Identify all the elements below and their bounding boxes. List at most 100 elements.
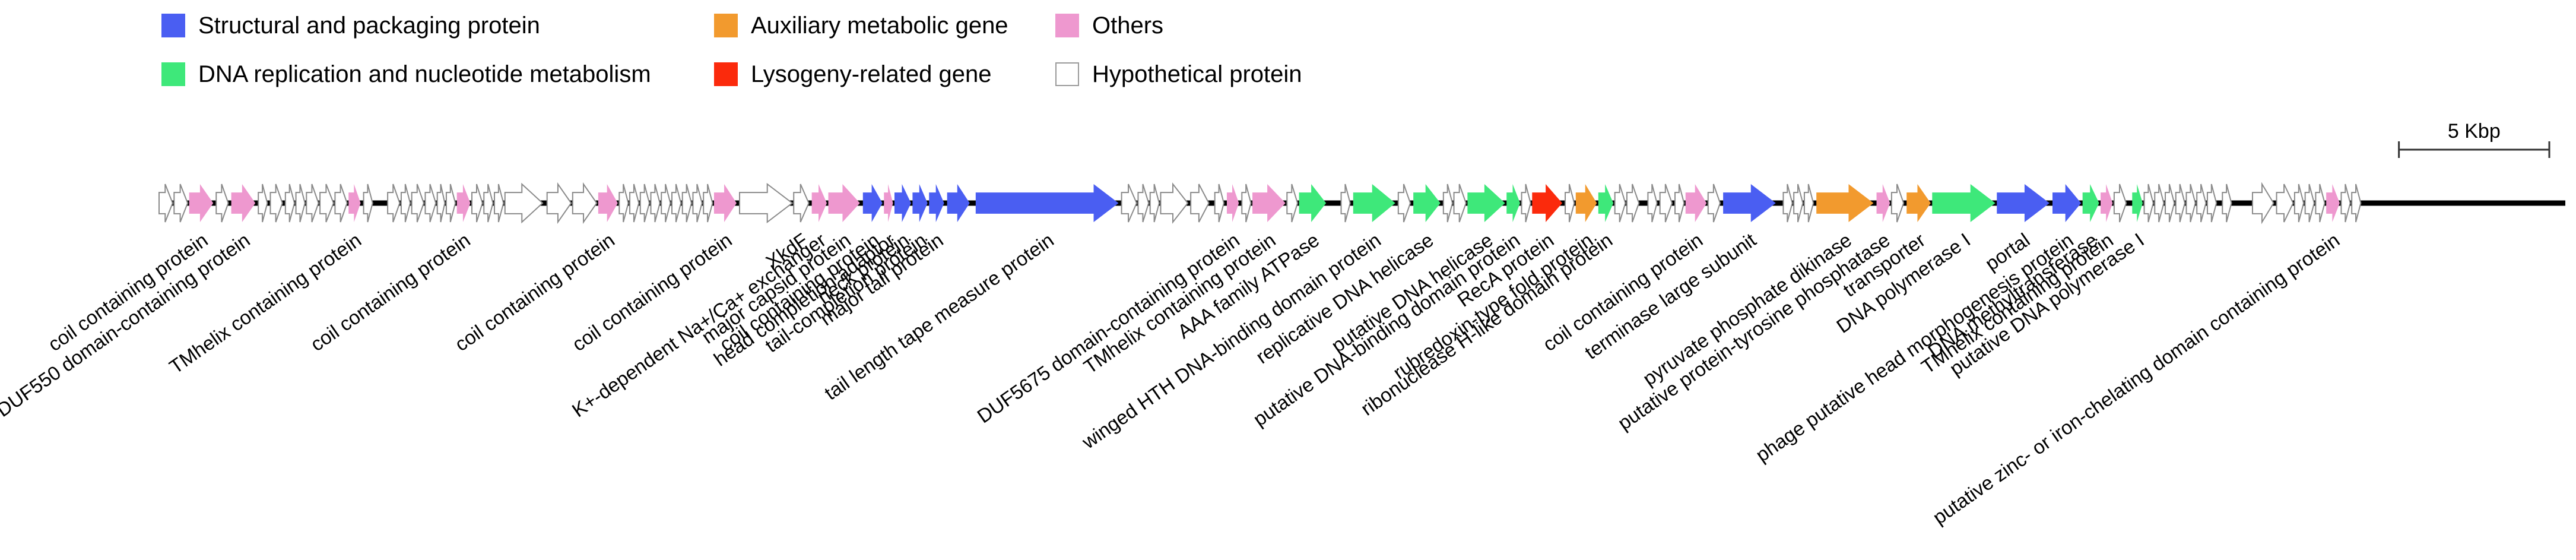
gene-arrow-hypothetical: [2175, 183, 2185, 223]
gene-arrow-structural: [912, 184, 928, 222]
gene-arrow-hypothetical: [546, 182, 572, 224]
gene-arrow-hypothetical: [173, 183, 189, 223]
gene-arrow-hypothetical: [1453, 183, 1467, 223]
gene-arrow-structural: [975, 184, 1119, 222]
gene-arrow-others: [1252, 184, 1286, 222]
gene-arrow-hypothetical: [363, 183, 373, 223]
gene-arrow-hypothetical: [494, 183, 505, 223]
gene-arrow-hypothetical: [411, 183, 424, 223]
gene-arrow-replication: [1299, 184, 1327, 222]
gene-arrow-hypothetical: [1647, 183, 1658, 223]
gene-arrow-hypothetical: [284, 183, 296, 223]
gene-arrow-hypothetical: [1793, 183, 1804, 223]
gene-arrow-hypothetical: [1160, 182, 1189, 224]
gene-arrow-hypothetical: [1214, 183, 1224, 223]
scale-bar-label: 5 Kbp: [2448, 120, 2501, 143]
legend-label: Auxiliary metabolic gene: [751, 12, 1008, 39]
gene-arrow-hypothetical: [681, 183, 692, 223]
gene-arrow-others: [1876, 184, 1890, 222]
gene-arrow-hypothetical: [1149, 183, 1160, 223]
gene-arrow-hypothetical: [504, 182, 544, 224]
scale-bar: 5 Kbp: [2398, 120, 2550, 158]
gene-arrow-hypothetical: [2222, 183, 2232, 223]
gene-label: TMhelix containing protein: [1080, 229, 1280, 378]
gene-arrow-hypothetical: [1137, 183, 1150, 223]
gene-arrow-hypothetical: [618, 183, 629, 223]
legend-swatch-hypothetical: [1055, 62, 1079, 86]
gene-arrow-hypothetical: [629, 183, 640, 223]
gene-arrow-hypothetical: [2340, 183, 2351, 223]
gene-arrow-replication: [1413, 184, 1441, 222]
gene-arrow-hypothetical: [2251, 182, 2274, 224]
gene-arrow-hypothetical: [334, 183, 348, 223]
gene-arrow-hypothetical: [1890, 183, 1905, 223]
gene-arrow-hypothetical: [445, 183, 456, 223]
gene-arrow-hypothetical: [2196, 183, 2207, 223]
gene-arrow-hypothetical: [1521, 183, 1531, 223]
gene-arrow-hypothetical: [1340, 183, 1351, 223]
legend-label: Lysogeny-related gene: [751, 61, 992, 87]
gene-arrow-hypothetical: [483, 183, 494, 223]
gene-arrow-structural: [894, 184, 911, 222]
legend-swatch-structural: [161, 14, 185, 37]
gene-arrow-hypothetical: [306, 183, 319, 223]
gene-arrow-hypothetical: [2276, 183, 2294, 223]
legend-label: Structural and packaging protein: [198, 12, 540, 39]
gene-arrow-replication: [1353, 184, 1395, 222]
gene-arrow-others: [828, 184, 860, 222]
gene-arrow-hypothetical: [793, 183, 810, 223]
gene-arrow-others: [456, 184, 471, 222]
gene-arrow-hypothetical: [2315, 183, 2326, 223]
gene-arrow-hypothetical: [572, 182, 598, 224]
legend-item-structural: Structural and packaging protein: [161, 11, 540, 40]
gene-arrow-hypothetical: [1782, 183, 1793, 223]
gene-label: putative zinc- or iron-chelating domain …: [1928, 229, 2343, 529]
gene-arrow-hypothetical: [319, 183, 334, 223]
gene-arrow-others: [598, 184, 618, 222]
gene-arrow-hypothetical: [2293, 183, 2305, 223]
gene-arrow-hypothetical: [2113, 183, 2127, 223]
gene-arrow-hypothetical: [1241, 183, 1252, 223]
gene-arrow-hypothetical: [2206, 183, 2217, 223]
gene-arrow-auxiliary: [1816, 184, 1874, 222]
gene-arrow-others: [189, 184, 214, 222]
gene-arrow-hypothetical: [650, 183, 661, 223]
gene-arrow-hypothetical: [1286, 183, 1299, 223]
gene-arrow-replication: [1467, 184, 1505, 222]
gene-arrow-hypothetical: [1803, 183, 1814, 223]
gene-arrow-hypothetical: [269, 183, 283, 223]
legend-swatch-replication: [161, 62, 185, 86]
gene-arrow-auxiliary: [1906, 184, 1931, 222]
gene-arrow-others: [348, 184, 361, 222]
gene-arrow-replication: [1506, 184, 1521, 222]
gene-arrow-hypothetical: [2351, 183, 2362, 223]
gene-arrow-hypothetical: [2165, 183, 2175, 223]
gene-arrow-hypothetical: [2143, 183, 2154, 223]
gene-arrow-others: [713, 184, 737, 222]
gene-arrow-hypothetical: [387, 183, 401, 223]
gene-arrow-hypothetical: [671, 183, 682, 223]
legend: Structural and packaging protein Auxiliar…: [0, 0, 1425, 101]
legend-item-auxiliary: Auxiliary metabolic gene: [714, 11, 1008, 40]
gene-arrow-hypothetical: [692, 183, 703, 223]
gene-arrow-hypothetical: [471, 183, 483, 223]
gene-arrow-hypothetical: [2154, 183, 2165, 223]
gene-arrow-hypothetical: [2304, 183, 2315, 223]
gene-arrow-hypothetical: [400, 183, 411, 223]
gene-arrow-hypothetical: [424, 183, 437, 223]
gene-arrow-hypothetical: [639, 183, 651, 223]
gene-arrow-hypothetical: [2185, 183, 2196, 223]
gene-arrow-others: [1226, 184, 1239, 222]
gene-arrow-structural: [929, 184, 944, 222]
gene-arrow-hypothetical: [1190, 183, 1210, 223]
gene-arrow-hypothetical: [1674, 183, 1685, 223]
gene-arrow-structural: [1997, 184, 2050, 222]
legend-swatch-auxiliary: [714, 14, 738, 37]
legend-item-others: Others: [1055, 11, 1163, 40]
gene-arrow-hypothetical: [1565, 183, 1575, 223]
gene-arrow-structural: [2052, 184, 2082, 222]
gene-arrow-lysogeny: [1532, 184, 1562, 222]
gene-arrow-structural: [862, 184, 883, 222]
legend-item-lysogeny: Lysogeny-related gene: [714, 59, 991, 89]
